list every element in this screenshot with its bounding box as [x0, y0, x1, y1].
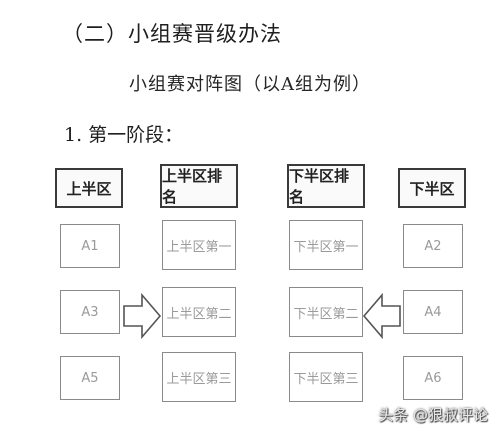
- cell-lower-half-1: A2: [403, 224, 463, 268]
- cell-upper-half-1: A1: [60, 224, 120, 268]
- cell-upper-rank-1: 上半区第一: [162, 220, 236, 270]
- cell-lower-half-2: A4: [403, 290, 463, 334]
- header-upper-half: 上半区: [55, 168, 123, 208]
- stage-label: 1. 第一阶段：: [64, 124, 184, 146]
- cell-lower-rank-1: 下半区第一: [289, 220, 363, 270]
- watermark: 头条 @狠叔评论: [378, 406, 488, 424]
- cell-upper-rank-3: 上半区第三: [162, 352, 236, 402]
- document-heading: （二）小组赛晋级办法: [62, 22, 282, 46]
- bracket-title: 小组赛对阵图（以A组为例）: [129, 74, 371, 95]
- cell-lower-half-3: A6: [403, 356, 463, 400]
- cell-upper-half-3: A5: [60, 356, 120, 400]
- header-lower-rank: 下半区排名: [287, 164, 365, 208]
- header-upper-rank: 上半区排名: [160, 164, 238, 208]
- cell-lower-rank-2: 下半区第二: [289, 287, 363, 337]
- arrow-left-icon: [362, 292, 401, 340]
- cell-upper-rank-2: 上半区第二: [162, 287, 236, 337]
- header-lower-half: 下半区: [398, 168, 466, 208]
- cell-upper-half-2: A3: [60, 290, 120, 334]
- arrow-right-icon: [123, 292, 162, 340]
- cell-lower-rank-3: 下半区第三: [289, 352, 363, 402]
